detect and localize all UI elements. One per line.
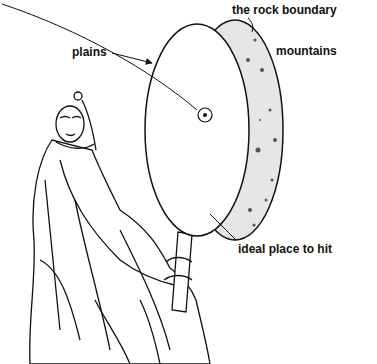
part-label: the rock boundary (232, 3, 337, 17)
part-label: plains (72, 45, 107, 59)
leader-lines (2, 4, 253, 240)
center-mark (198, 108, 212, 122)
part-label: ideal place to hit (238, 242, 332, 256)
drum-face (145, 24, 249, 236)
part-label: mountains (276, 44, 337, 58)
center-dot (203, 113, 207, 117)
